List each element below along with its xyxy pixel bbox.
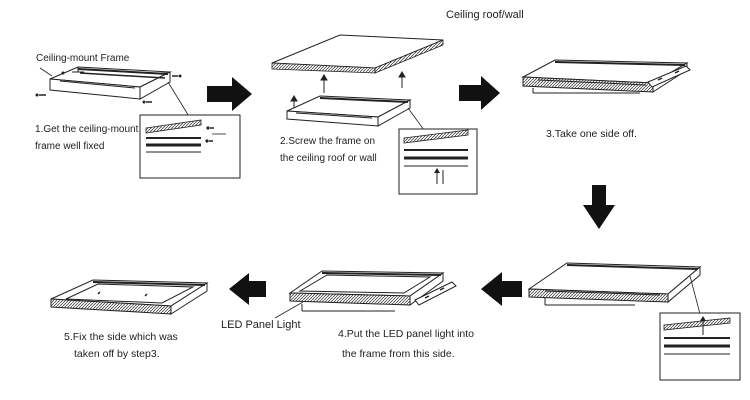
ceiling-plate [271,34,444,74]
detail-callout-line [407,107,425,131]
step4-caption: 4.Put the LED panel light into the frame… [338,327,474,361]
arrow-left-icon [481,272,522,306]
step1-caption-line2: frame well fixed [35,141,105,152]
step1-detail-box [139,114,241,179]
step1-frame [49,66,172,100]
step2-frame [286,95,412,127]
step4-caption-line2: the frame from this side. [342,348,455,360]
step1-caption-line1: 1.Get the ceiling-mount [35,124,139,135]
step2-caption-line1: 2.Screw the frame on [280,136,376,147]
step2-caption-line2: the ceiling roof or wall [280,153,377,164]
detail-callout-line [167,81,191,119]
step2-caption: 2.Screw the frame on the ceiling roof or… [280,135,377,166]
step5-caption-line1: 5.Fix the side which was [64,331,178,343]
led-label-pointer [274,301,304,319]
arrow-down-icon [583,185,615,229]
step3-caption-line1: 3.Take one side off. [546,128,637,140]
step4-side-bar [414,281,457,306]
ceiling-mount-frame-label: Ceiling-mount Frame [36,53,130,64]
step1-screws [35,71,182,104]
step5-frame-assembled [50,279,209,315]
step5-caption-line2: taken off by step3. [74,348,160,360]
step4-frame-with-panel [288,270,445,312]
arrow-right-icon [459,76,500,110]
step3-frame [521,59,689,94]
step2-detail-box [398,128,478,195]
arrow-right-icon [207,77,252,111]
step4-frame-open [527,262,702,306]
led-panel-light-label: LED Panel Light [221,319,301,331]
label-pointer [39,67,53,77]
step1-caption: 1.Get the ceiling-mount frame well fixed [35,123,138,154]
removed-side-bar [647,65,691,88]
step5-caption: 5.Fix the side which was taken off by st… [64,330,178,361]
ceiling-roof-wall-label: Ceiling roof/wall [446,9,524,21]
detail-callout-line [689,275,701,315]
step3-caption: 3.Take one side off. [546,127,637,141]
arrow-left-icon [229,273,266,305]
step4-detail-box [659,312,741,381]
step4-caption-line1: 4.Put the LED panel light into [338,328,475,340]
